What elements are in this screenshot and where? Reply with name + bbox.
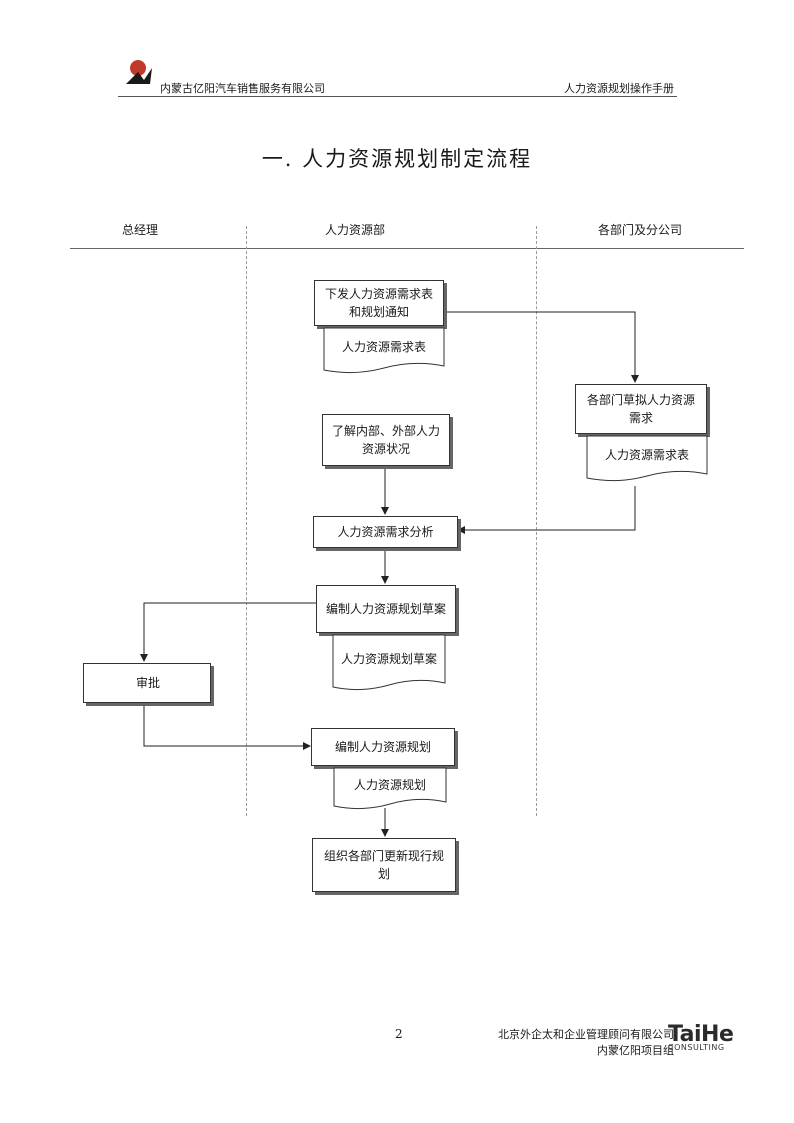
taihe-logo: TaiHe CONSULTING: [668, 1022, 734, 1052]
doc-plan-draft: 人力资源规划草案: [332, 634, 446, 691]
footer-company: 北京外企太和企业管理顾问有限公司 内蒙亿阳项目组: [498, 1027, 674, 1059]
lane-header-hr: 人力资源部: [324, 223, 385, 237]
arrow-approval-to-plan: [143, 703, 311, 750]
lane-header-divider: [70, 248, 744, 249]
step-issue-notice: 下发人力资源需求表和规划通知: [314, 280, 444, 326]
footer-company-line1: 北京外企太和企业管理顾问有限公司: [498, 1028, 674, 1041]
step-compile-draft: 编制人力资源规划草案: [316, 585, 456, 633]
lane-header-depts: 各部门及分公司: [597, 223, 682, 237]
step-compile-plan: 编制人力资源规划: [311, 728, 455, 766]
step-understand-status: 了解内部、外部人力资源状况: [322, 414, 450, 466]
doc-demand-form-dept-label: 人力资源需求表: [604, 448, 689, 462]
footer-company-line2: 内蒙亿阳项目组: [597, 1044, 674, 1057]
arrow-depts-to-analysis: [457, 486, 636, 534]
taihe-logo-brand: TaiHe: [668, 1022, 734, 1047]
lane-divider-1: [246, 226, 247, 816]
doc-demand-form-hr: 人力资源需求表: [323, 327, 445, 374]
page-title: 一. 人力资源规划制定流程: [261, 147, 533, 171]
step-demand-analysis: 人力资源需求分析: [313, 516, 458, 548]
step-approval: 审批: [83, 663, 211, 703]
header-divider: [118, 96, 677, 97]
lane-header-gm: 总经理: [121, 223, 158, 237]
doc-demand-form-dept: 人力资源需求表: [586, 435, 708, 482]
doc-plan-draft-label: 人力资源规划草案: [341, 652, 438, 666]
doc-hr-plan: 人力资源规划: [333, 767, 447, 810]
doc-hr-plan-label: 人力资源规划: [353, 778, 426, 792]
lane-divider-2: [536, 226, 537, 816]
header-logo: [122, 58, 156, 92]
page-number: 2: [395, 1027, 403, 1041]
arrow-draft-to-approval: [140, 602, 316, 662]
step-update-current-plan: 组织各部门更新现行规划: [312, 838, 456, 892]
header-company: 内蒙古亿阳汽车销售服务有限公司: [160, 82, 325, 95]
taihe-logo-sub: CONSULTING: [668, 1043, 725, 1052]
arrow-step1-to-step2: [444, 311, 639, 383]
doc-demand-form-hr-label: 人力资源需求表: [341, 340, 426, 354]
header-manual-title: 人力资源规划操作手册: [564, 82, 674, 95]
step-dept-draft-demand: 各部门草拟人力资源需求: [575, 384, 707, 434]
